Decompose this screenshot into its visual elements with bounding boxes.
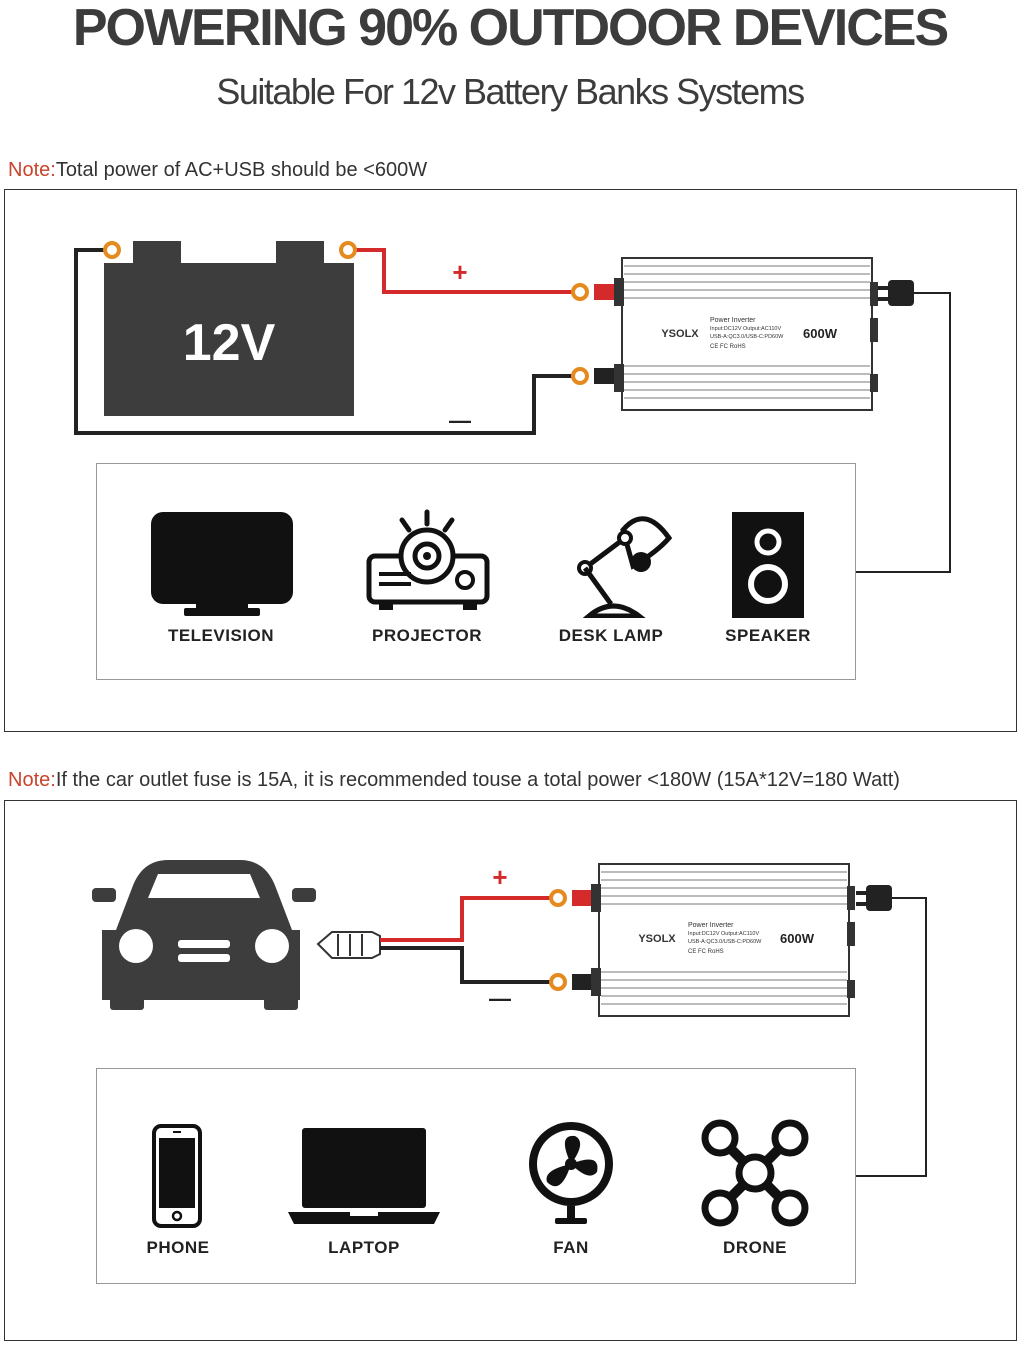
device-label: TELEVISION [167,626,275,645]
device-drone: DRONE [675,1118,835,1258]
speaker-icon [732,512,804,618]
battery-voltage-label: 12V [183,314,276,372]
device-label: DESK LAMP [558,626,664,645]
inverter-spec-1: Input:DC12V Output:AC110V [688,931,759,937]
drone-icon [701,1119,809,1227]
negative-terminal-ring [103,241,121,259]
car-wiring-panel [4,800,1017,1341]
device-label: PHONE [146,1238,210,1257]
positive-sign: + [492,862,507,892]
positive-terminal-ring [339,241,357,259]
fan-icon [529,1122,613,1224]
inverter-icon: YSOLX Power Inverter Input:DC12V Output:… [614,257,878,411]
inverter-icon: YSOLX Power Inverter Input:DC12V Output:… [591,863,855,1017]
note-prefix: Note: [8,159,56,181]
television-icon [151,512,293,616]
inverter-certs: CE FC RoHS [688,949,724,955]
note-text: Total power of AC+USB should be <600W [55,159,428,181]
battery-wiring-panel [4,189,1017,732]
device-desk-lamp: DESK LAMP [531,508,691,646]
inverter-spec-2: USB-A:QC3.0/USB-C:PD60W [710,334,784,340]
note-prefix: Note: [8,769,56,791]
inverter-brand: YSOLX [638,933,676,945]
device-label: SPEAKER [725,626,811,645]
note-car-fuse: Note:If the car outlet fuse is 15A, it i… [8,768,900,792]
negative-wire [380,946,552,984]
usb-devices-box [96,1068,856,1284]
inverter-brand: YSOLX [661,328,699,340]
device-speaker: SPEAKER [688,508,848,646]
device-fan: FAN [491,1118,651,1258]
ac-plug-icon [856,280,951,573]
negative-sign: — [489,986,511,1011]
projector-icon [366,509,490,610]
car-icon [92,860,316,1010]
note-text: If the car outlet fuse is 15A, it is rec… [55,769,900,791]
device-label: FAN [553,1238,589,1257]
ac-plug-icon [856,885,927,1177]
phone-icon [152,1124,202,1228]
inverter-spec-2: USB-A:QC3.0/USB-C:PD60W [688,939,762,945]
negative-sign: — [449,408,471,433]
device-laptop: LAPTOP [284,1118,444,1258]
device-label: LAPTOP [328,1238,400,1257]
device-label: PROJECTOR [372,626,482,645]
device-television: TELEVISION [141,508,301,646]
inverter-wattage: 600W [780,931,815,946]
negative-wire [74,248,574,435]
page-subtitle: Suitable For 12v Battery Banks Systems [216,71,805,112]
positive-sign: + [452,257,467,287]
device-phone: PHONE [98,1118,258,1258]
inverter-certs: CE FC RoHS [710,344,746,350]
positive-wire [380,896,552,942]
inverter-name: Power Inverter [688,922,734,929]
car-charger-plug-icon [316,931,381,959]
inverter-spec-1: Input:DC12V Output:AC110V [710,326,781,332]
inverter-name: Power Inverter [710,317,756,324]
device-label: DRONE [723,1238,787,1257]
battery-icon: 12V [104,241,354,416]
inverter-wattage: 600W [803,326,838,341]
laptop-icon [288,1128,440,1224]
positive-wire [352,248,574,294]
device-projector: PROJECTOR [347,508,507,646]
battery-wiring-diagram: 12V + — YSOLX Power Inverter Input:DC12V… [74,241,951,573]
page-title: POWERING 90% OUTDOOR DEVICES [72,0,949,57]
note-total-power: Note:Total power of AC+USB should be <60… [8,158,427,182]
desk-lamp-icon [577,516,673,618]
